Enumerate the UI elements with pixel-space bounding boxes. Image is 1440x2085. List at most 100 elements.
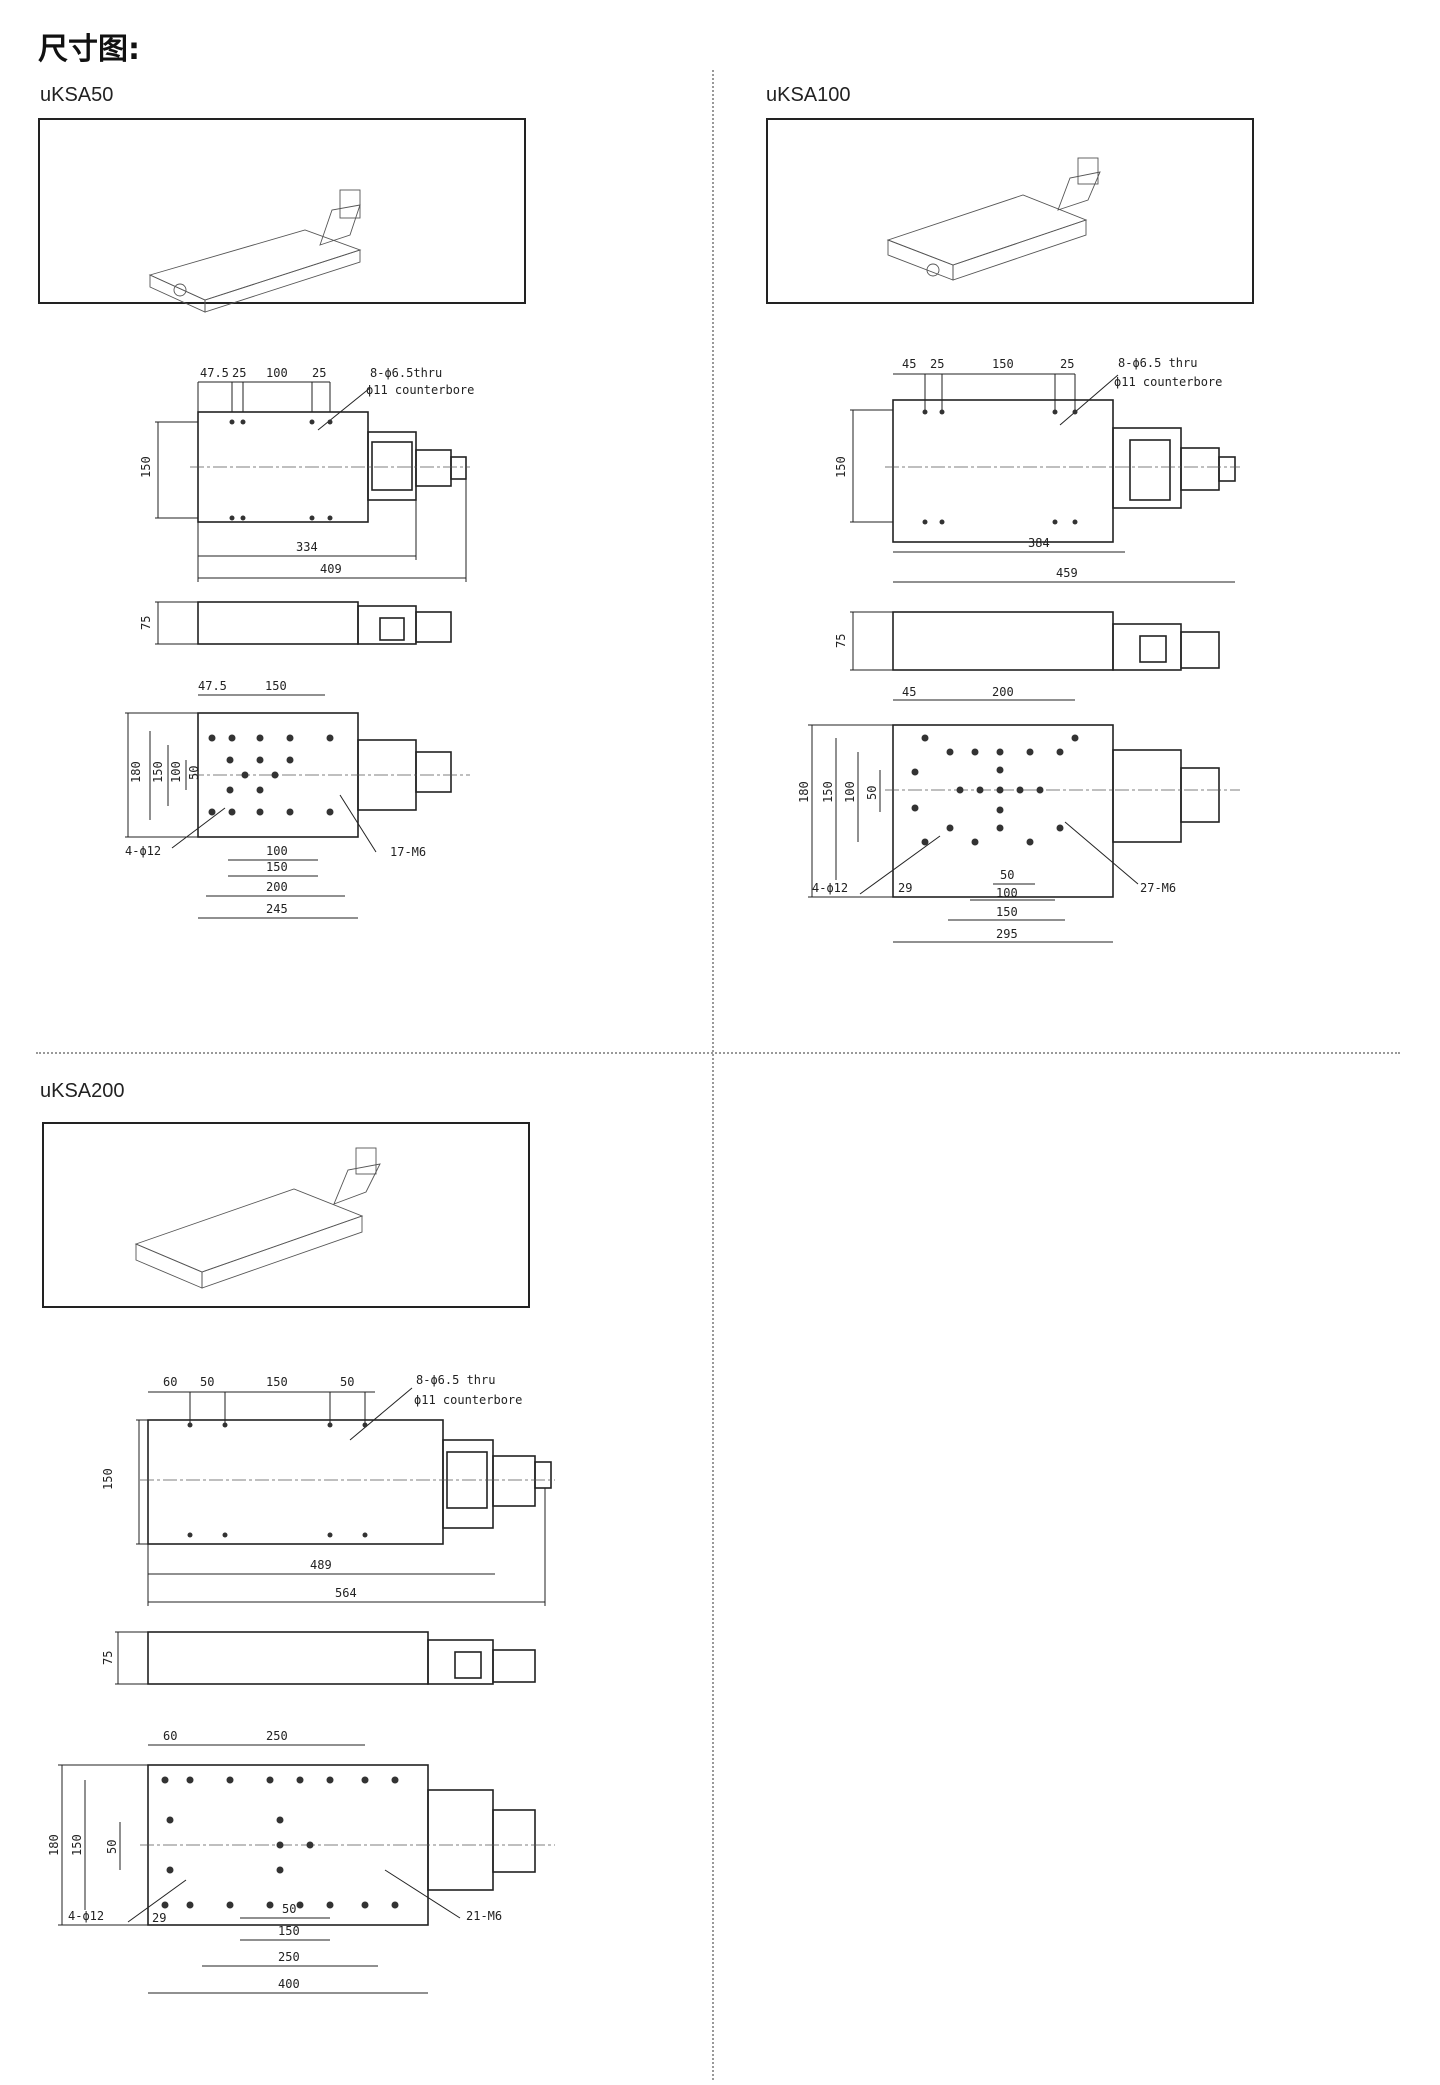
hole-marker xyxy=(286,808,294,816)
hole-marker xyxy=(1052,409,1058,415)
hole-marker xyxy=(161,1901,169,1909)
hole-marker xyxy=(271,771,279,779)
hole-marker xyxy=(361,1901,369,1909)
dim-bottom-2: 150 xyxy=(278,1924,300,1938)
hole-marker xyxy=(286,756,294,764)
note-threads: 21-M6 xyxy=(466,1909,502,1923)
dim-bottom-4: 245 xyxy=(266,902,288,916)
hole-marker xyxy=(1052,519,1058,525)
hole-marker xyxy=(296,1776,304,1784)
note-counterbore: ϕ11 counterbore xyxy=(366,383,474,397)
hole-marker xyxy=(326,734,334,742)
top-view-uksa100: 45 25 150 25 8-ϕ6.5 thru ϕ11 counterbore… xyxy=(834,356,1240,583)
top-view-uksa50: 47.5 25 100 25 8-ϕ6.5thru ϕ11 counterbor… xyxy=(139,366,474,582)
dim-left-3: 50 xyxy=(105,1840,119,1854)
hole-marker xyxy=(226,756,234,764)
hole-marker xyxy=(361,1776,369,1784)
hole-marker xyxy=(226,1901,234,1909)
hole-marker xyxy=(921,838,929,846)
stage-isometric-image-uksa100 xyxy=(886,157,1101,281)
bottom-holes-uksa200 xyxy=(161,1776,399,1909)
side-view-uksa100: 75 xyxy=(834,611,1220,671)
dim-bottom-3: 150 xyxy=(996,905,1018,919)
dim-side-height: 75 xyxy=(101,1651,115,1665)
hole-marker xyxy=(362,1532,368,1538)
hole-marker xyxy=(241,771,249,779)
dim-bottom-3: 200 xyxy=(266,880,288,894)
dim-bottom-3: 250 xyxy=(278,1950,300,1964)
dim-bottom-top-1: 45 xyxy=(902,685,916,699)
hole-marker xyxy=(1026,748,1034,756)
dim-left-3: 100 xyxy=(843,781,857,803)
hole-marker xyxy=(1056,824,1064,832)
dim-bottom-2: 150 xyxy=(266,860,288,874)
hole-marker xyxy=(391,1776,399,1784)
dim-side-height: 75 xyxy=(139,616,153,630)
dim-top-2: 50 xyxy=(200,1375,214,1389)
hole-marker xyxy=(921,734,929,742)
dim-bottom-1: 50 xyxy=(282,1902,296,1916)
hole-marker xyxy=(922,409,928,415)
hole-marker xyxy=(187,1422,193,1428)
dim-side-offset: 29 xyxy=(898,881,912,895)
hole-marker xyxy=(911,768,919,776)
hole-marker xyxy=(1072,519,1078,525)
dim-left-1: 180 xyxy=(797,781,811,803)
dim-top-2: 25 xyxy=(232,366,246,380)
hole-marker xyxy=(296,1901,304,1909)
dim-height: 150 xyxy=(101,1468,115,1490)
dim-left-4: 50 xyxy=(865,786,879,800)
dim-top-4: 25 xyxy=(1060,357,1074,371)
hole-marker xyxy=(276,1816,284,1824)
dim-top-3: 150 xyxy=(266,1375,288,1389)
dim-top-1: 60 xyxy=(163,1375,177,1389)
hole-marker xyxy=(1016,786,1024,794)
dim-left-2: 150 xyxy=(821,781,835,803)
dim-left-4: 50 xyxy=(187,766,201,780)
bottom-holes-uksa50 xyxy=(208,734,334,816)
hole-marker xyxy=(256,756,264,764)
top-holes-uksa50 xyxy=(229,419,333,521)
hole-marker xyxy=(327,1532,333,1538)
hole-marker xyxy=(229,419,235,425)
model-label-uksa100: uKSA100 xyxy=(766,84,851,106)
note-threads: 17-M6 xyxy=(390,845,426,859)
hole-marker xyxy=(229,515,235,521)
dim-top-4: 50 xyxy=(340,1375,354,1389)
hole-marker xyxy=(266,1776,274,1784)
hole-marker xyxy=(161,1776,169,1784)
side-view-uksa50: 75 xyxy=(139,601,452,645)
note-holes: 4-ϕ12 xyxy=(812,881,848,895)
dim-left-2: 150 xyxy=(151,761,165,783)
dim-total-length: 459 xyxy=(1056,566,1078,580)
note-threads: 27-M6 xyxy=(1140,881,1176,895)
hole-marker xyxy=(187,1532,193,1538)
hole-marker xyxy=(971,838,979,846)
hole-marker xyxy=(208,734,216,742)
hole-marker xyxy=(186,1901,194,1909)
hole-marker xyxy=(266,1901,274,1909)
top-view-uksa200: 60 50 150 50 8-ϕ6.5 thru ϕ11 counterbore… xyxy=(101,1373,555,1606)
bottom-holes-uksa100 xyxy=(911,734,1079,846)
hole-marker xyxy=(186,1776,194,1784)
hole-marker xyxy=(327,419,333,425)
hole-marker xyxy=(1072,409,1078,415)
hole-marker xyxy=(256,808,264,816)
dim-height: 150 xyxy=(834,456,848,478)
stage-isometric-image-uksa200 xyxy=(134,1147,381,1289)
dim-bottom-top-2: 150 xyxy=(265,679,287,693)
hole-marker xyxy=(226,786,234,794)
dim-left-3: 100 xyxy=(169,761,183,783)
dim-left-2: 150 xyxy=(70,1834,84,1856)
hole-marker xyxy=(208,808,216,816)
hole-marker xyxy=(166,1816,174,1824)
hole-marker xyxy=(1056,748,1064,756)
hole-marker xyxy=(971,748,979,756)
horizontal-divider xyxy=(36,1052,1400,1054)
note-thru-holes: 8-ϕ6.5thru xyxy=(370,366,442,380)
bottom-view-uksa100: 45 200 180 150 100 50 4-ϕ12 29 27-M6 50 … xyxy=(797,685,1240,943)
dim-top-1: 47.5 xyxy=(200,366,229,380)
